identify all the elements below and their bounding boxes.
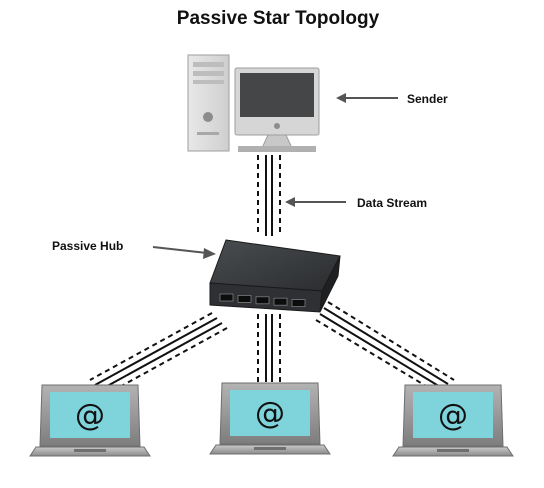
laptop-screen [50, 392, 130, 438]
hub-ports [219, 293, 306, 308]
passive-hub [209, 239, 341, 313]
hub-port [219, 293, 234, 302]
passive-hub-label: Passive Hub [52, 239, 123, 253]
laptop-screen-symbol: @ [75, 398, 105, 433]
receiver-laptops: @ @ @ [29, 382, 514, 457]
hub-right-laptop-connection [315, 301, 455, 393]
sender-label: Sender [407, 92, 448, 106]
data-stream-label: Data Stream [357, 196, 427, 210]
computer-monitor [234, 67, 320, 152]
laptop-screen-symbol: @ [438, 398, 468, 433]
hub-middle-laptop-connection [257, 314, 281, 382]
computer-tower [187, 54, 230, 152]
laptop-screen [413, 392, 493, 438]
diagram-title: Passive Star Topology [177, 8, 380, 29]
laptop-screen-symbol: @ [255, 396, 285, 431]
hub-left-laptop-connection [89, 312, 228, 396]
sender-hub-connection [257, 155, 281, 236]
hub-port [255, 296, 270, 305]
hub-port [291, 299, 306, 308]
laptop-screen [230, 390, 310, 436]
receiver-laptop-left: @ [29, 384, 151, 457]
receiver-laptop-middle: @ [209, 382, 331, 455]
receiver-laptop-right: @ [392, 384, 514, 457]
passive-hub-arrow [152, 246, 208, 254]
passive-hub-arrow-head [203, 248, 216, 259]
hub-port [273, 297, 288, 306]
hub-port [237, 294, 252, 303]
sender-computer [187, 54, 320, 152]
